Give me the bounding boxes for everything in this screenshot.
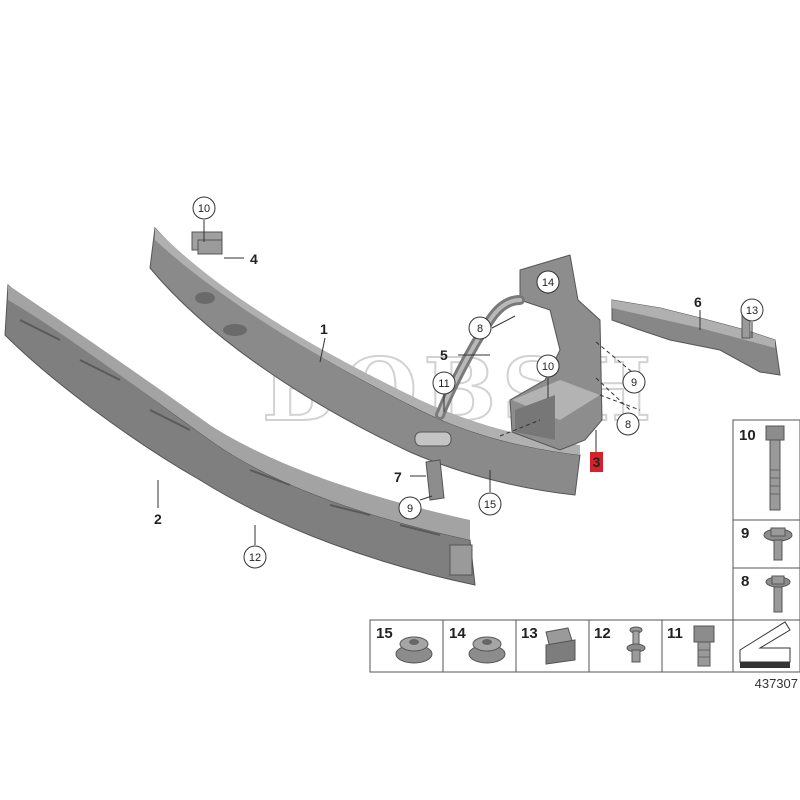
screw-8-icon [765,575,791,613]
svg-text:8: 8 [477,323,483,335]
label-1: 1 [320,321,328,337]
box-label-10: 10 [739,427,756,444]
box-label-11: 11 [667,625,683,642]
bolt-10-icon [765,425,785,511]
label-2: 2 [154,511,162,527]
callout-15: 15 [478,492,502,516]
callout-9-left: 9 [398,496,422,520]
svg-text:3: 3 [593,454,601,470]
callout-13: 13 [740,298,764,322]
bolt-11-icon [693,625,715,667]
label-6: 6 [694,294,702,310]
part-3-bracket [509,254,603,451]
label-7: 7 [394,469,402,485]
part-7-small-bracket [425,459,445,501]
direction-arrow-icon [739,621,791,668]
callout-10-mid: 10 [536,354,560,378]
svg-text:15: 15 [484,499,496,511]
dashed-leaders [499,341,641,437]
svg-text:14: 14 [542,277,554,289]
nut-15-icon [395,636,433,664]
svg-text:10: 10 [198,203,210,215]
svg-text:12: 12 [249,552,261,564]
box-label-14: 14 [449,625,466,642]
callout-10-top: 10 [192,196,216,220]
box-label-9: 9 [741,525,749,542]
nut-14-icon [468,636,506,664]
callout-14: 14 [536,270,560,294]
svg-text:11: 11 [438,378,449,390]
part-4-clip [197,239,223,255]
callout-8-right: 8 [616,412,640,436]
svg-text:9: 9 [407,503,413,515]
box-label-13: 13 [521,625,538,642]
part-6-side-bracket [611,299,781,376]
box-label-8: 8 [741,573,749,590]
screw-9-icon [763,527,793,561]
part-2-absorber [4,283,476,586]
callout-12: 12 [243,545,267,569]
svg-text:9: 9 [631,377,637,389]
label-3-highlight: 3 [590,452,603,472]
rivet-12-icon [626,626,646,663]
box-label-15: 15 [376,625,393,642]
callout-11: 11 [432,371,456,395]
callout-8-left: 8 [468,316,492,340]
label-4: 4 [250,251,258,267]
svg-text:8: 8 [625,419,631,431]
label-5: 5 [440,347,448,363]
callout-9-right: 9 [622,370,646,394]
clip-nut-13-icon [545,627,576,665]
box-label-12: 12 [594,625,611,642]
fastener-column-right: 10 9 8 [732,419,800,621]
svg-text:10: 10 [542,361,554,373]
fastener-row-bottom: 15 14 13 12 11 [369,619,800,673]
svg-text:13: 13 [746,305,758,317]
reference-number: 437307 [755,676,798,691]
